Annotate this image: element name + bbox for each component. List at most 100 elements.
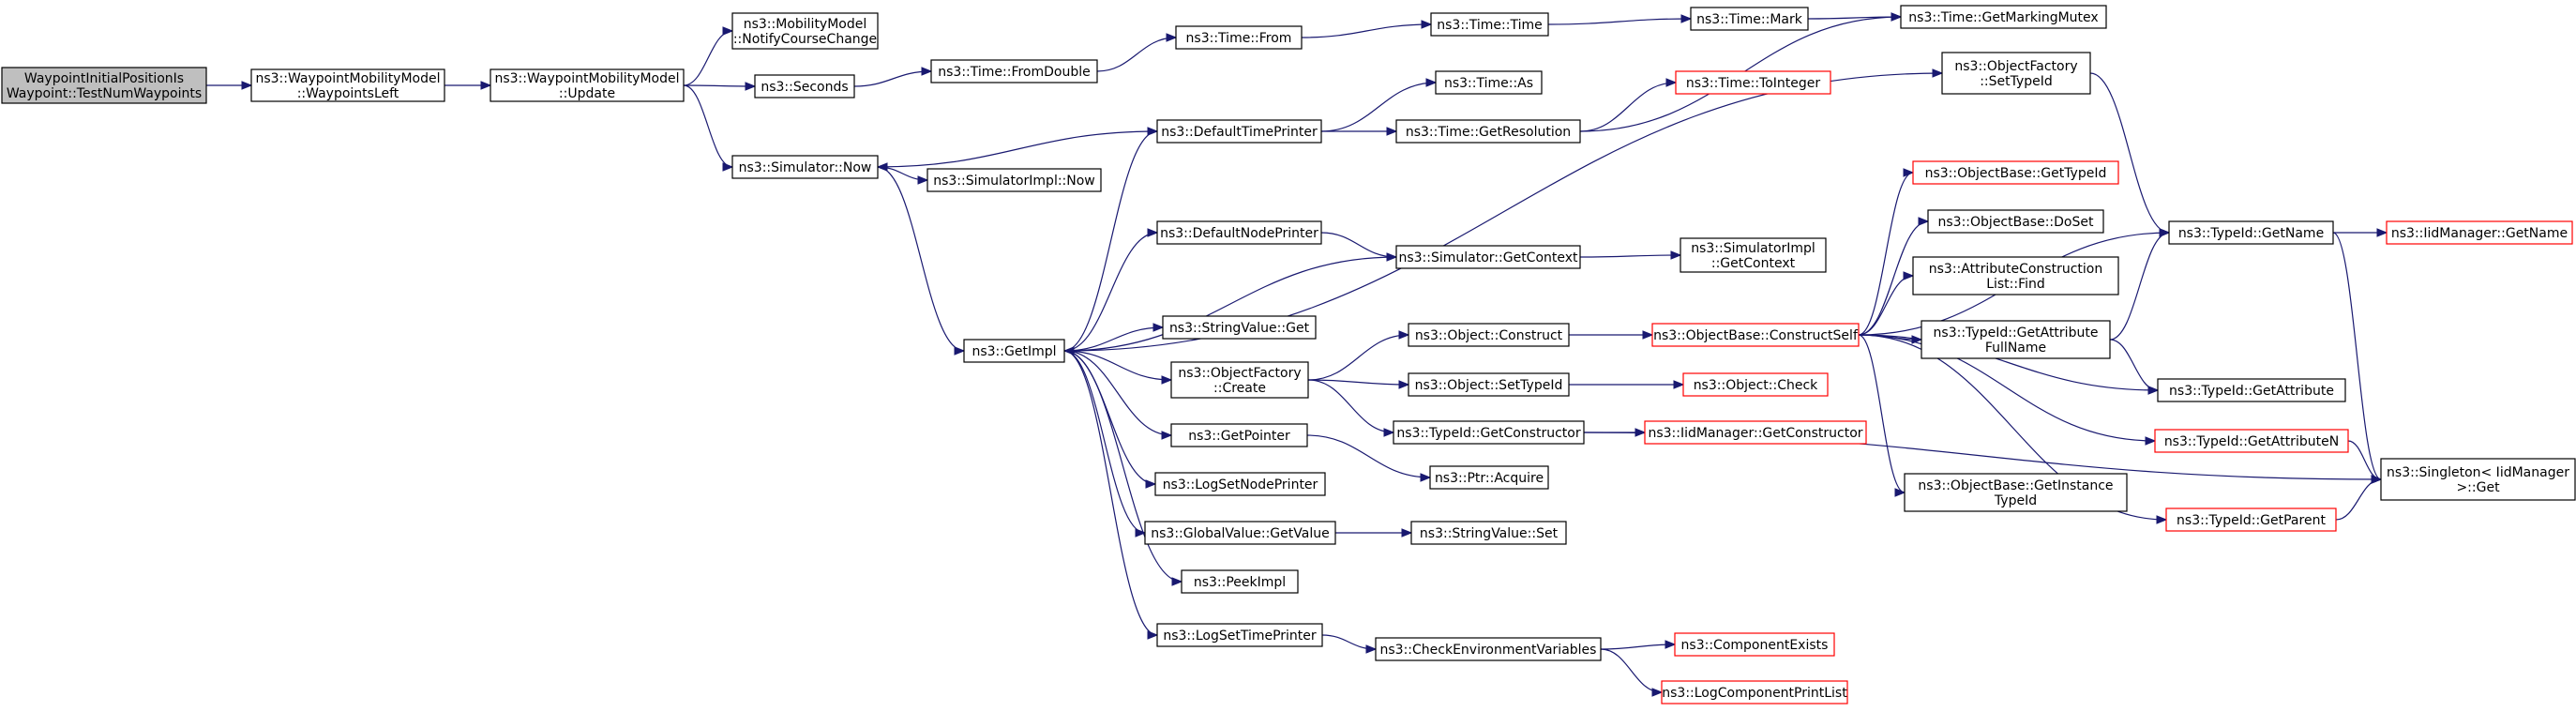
node-toInteger[interactable]: ns3::Time::ToInteger (1675, 70, 1831, 95)
node-simImplNow[interactable]: ns3::SimulatorImpl::Now (926, 168, 1102, 192)
edge-timeTime-to-timeMark (1547, 14, 1693, 25)
edge-getResolution-to-toInteger (1579, 78, 1678, 132)
edge-getContext-to-simImplGetContext (1579, 250, 1682, 260)
node-box (1921, 320, 2111, 359)
node-defaultTimePrinter[interactable]: ns3::DefaultTimePrinter (1156, 119, 1322, 144)
edge-line (1096, 37, 1177, 72)
node-logSetNodePrinter[interactable]: ns3::LogSetNodePrinter (1154, 472, 1326, 496)
node-box (1154, 472, 1326, 496)
edge-line (877, 166, 965, 352)
node-timeAs[interactable]: ns3::Time::As (1435, 70, 1543, 95)
node-objFactorySetTypeId[interactable]: ns3::ObjectFactory::SetTypeId (1941, 52, 2091, 95)
node-box (926, 168, 1102, 192)
edge-objFactoryCreate-to-objectConstruct (1307, 330, 1410, 381)
edge-line (683, 84, 733, 168)
edge-line (1320, 82, 1437, 132)
node-componentExists[interactable]: ns3::ComponentExists (1674, 632, 1835, 657)
node-objFactoryCreate[interactable]: ns3::ObjectFactory::Create (1170, 361, 1309, 399)
node-label: ns3::GetImpl (972, 344, 1056, 359)
node-typeIdGetName[interactable]: ns3::TypeId::GetName (2168, 220, 2334, 245)
node-label: ns3::LogComponentPrintList (1662, 686, 1847, 701)
edge-arrowhead (1062, 346, 1075, 356)
edge-line (2335, 478, 2382, 521)
node-label: ns3::ComponentExists (1681, 638, 1829, 653)
node-getResolution[interactable]: ns3::Time::GetResolution (1395, 119, 1581, 144)
node-checkEnv[interactable]: ns3::CheckEnvironmentVariables (1375, 637, 1602, 661)
edge-line (1063, 350, 1172, 381)
node-label: ns3::Time::FromDouble (938, 65, 1091, 80)
node-label: ns3::ObjectBase::ConstructSelf (1653, 328, 1859, 343)
edge-arrowhead (1665, 640, 1677, 649)
node-box (1430, 12, 1549, 37)
edge-line (1858, 334, 2159, 391)
node-simImplGetContext[interactable]: ns3::SimulatorImpl::GetContext (1680, 237, 1827, 273)
node-label: ns3::ObjectBase::GetInstance (1918, 478, 2113, 493)
edge-getPointer-to-ptrAcquire (1306, 434, 1432, 482)
edge-line (1307, 379, 1409, 386)
edge-checkEnv-to-componentExists (1600, 640, 1677, 650)
edge-objectSetTypeId-to-objectCheck (1569, 380, 1685, 389)
edge-getImpl-to-logSetNodePrinter (1063, 350, 1157, 489)
node-fromDouble[interactable]: ns3::Time::FromDouble (930, 59, 1098, 83)
node-stringValueGet[interactable]: ns3::StringValue::Get (1162, 315, 1317, 340)
node-peekImpl[interactable]: ns3::PeekImpl (1181, 569, 1299, 594)
node-logComponentPrintList[interactable]: ns3::LogComponentPrintList (1661, 680, 1848, 704)
node-stringValueSet[interactable]: ns3::StringValue::Set (1410, 521, 1567, 545)
node-objBaseDoSet[interactable]: ns3::ObjectBase::DoSet (1927, 209, 2104, 234)
node-label: ns3::GlobalValue::GetValue (1151, 526, 1329, 541)
edge-constructSelf-to-typeIdGetAttributeN (1858, 334, 2157, 446)
node-globalValueGetValue[interactable]: ns3::GlobalValue::GetValue (1144, 521, 1336, 545)
node-getPointer[interactable]: ns3::GetPointer (1170, 423, 1308, 447)
node-timeFrom[interactable]: ns3::Time::From (1175, 25, 1303, 50)
node-defaultNodePrinter[interactable]: ns3::DefaultNodePrinter (1156, 220, 1322, 245)
node-singletonGet[interactable]: ns3::Singleton< IidManager >::Get (2380, 458, 2576, 501)
node-root[interactable]: WaypointInitialPositionIsWaypoint::TestN… (1, 67, 207, 104)
node-getImpl[interactable]: ns3::GetImpl (963, 339, 1065, 363)
node-logSetTimePrinter[interactable]: ns3::LogSetTimePrinter (1156, 623, 1323, 647)
node-objectCheck[interactable]: ns3::Object::Check (1682, 372, 1829, 397)
node-markingMutex[interactable]: ns3::Time::GetMarkingMutex (1900, 5, 2107, 29)
node-box (1682, 372, 1829, 397)
node-update[interactable]: ns3::WaypointMobilityModel::Update (490, 68, 685, 102)
node-objectConstruct[interactable]: ns3::Object::Construct (1408, 323, 1570, 347)
node-label: ns3::WaypointMobilityModel (255, 71, 440, 86)
node-box (1912, 256, 2119, 295)
node-label: ns3::TypeId::GetAttribute (1934, 326, 2099, 341)
node-label: WaypointInitialPositionIs (24, 71, 184, 86)
edge-line (1307, 334, 1409, 381)
node-timeTime[interactable]: ns3::Time::Time (1430, 12, 1549, 37)
node-waypointsLeft[interactable]: ns3::WaypointMobilityModel::WaypointsLef… (250, 68, 445, 102)
node-iidGetConstructor[interactable]: ns3::IidManager::GetConstructor (1644, 420, 1867, 445)
node-label: ns3::SimulatorImpl (1691, 241, 1815, 256)
node-typeIdGetAttributeN[interactable]: ns3::TypeId::GetAttributeN (2154, 429, 2349, 453)
node-notify[interactable]: ns3::MobilityModel::NotifyCourseChange (731, 12, 879, 50)
node-ptrAcquire[interactable]: ns3::Ptr::Acquire (1429, 465, 1549, 490)
edge-arrowhead (2147, 386, 2160, 395)
node-objectSetTypeId[interactable]: ns3::Object::SetTypeId (1408, 372, 1570, 397)
edge-globalValueGetValue-to-stringValueSet (1335, 528, 1413, 538)
node-constructSelf[interactable]: ns3::ObjectBase::ConstructSelf (1651, 323, 1860, 347)
node-seconds[interactable]: ns3::Seconds (754, 74, 855, 98)
edge-arrowhead (2371, 475, 2383, 484)
edge-getImpl-to-globalValueGetValue (1063, 350, 1147, 538)
edge-arrowhead (1147, 228, 1159, 237)
node-typeIdGetAttribute[interactable]: ns3::TypeId::GetAttribute (2157, 378, 2346, 402)
node-box (2157, 378, 2346, 402)
node-timeMark[interactable]: ns3::Time::Mark (1690, 7, 1809, 31)
node-typeIdGetParent[interactable]: ns3::TypeId::GetParent (2165, 507, 2337, 532)
edge-getContext-to-getImpl (1062, 256, 1397, 356)
node-simNow[interactable]: ns3::Simulator::Now (731, 155, 879, 179)
edge-arrowhead (954, 346, 966, 356)
edge-arrowhead (921, 67, 933, 76)
node-iidGetName[interactable]: ns3::IidManager::GetName (2386, 220, 2573, 245)
node-objBaseGetTypeId[interactable]: ns3::ObjectBase::GetTypeId (1912, 160, 2119, 185)
node-box (2380, 458, 2576, 501)
node-getConstructor[interactable]: ns3::TypeId::GetConstructor (1393, 420, 1585, 445)
node-box (1162, 315, 1317, 340)
node-label: ns3::ObjectBase::GetTypeId (1925, 166, 2107, 181)
node-getContext[interactable]: ns3::Simulator::GetContext (1395, 245, 1581, 269)
node-label: ::NotifyCourseChange (733, 32, 877, 47)
